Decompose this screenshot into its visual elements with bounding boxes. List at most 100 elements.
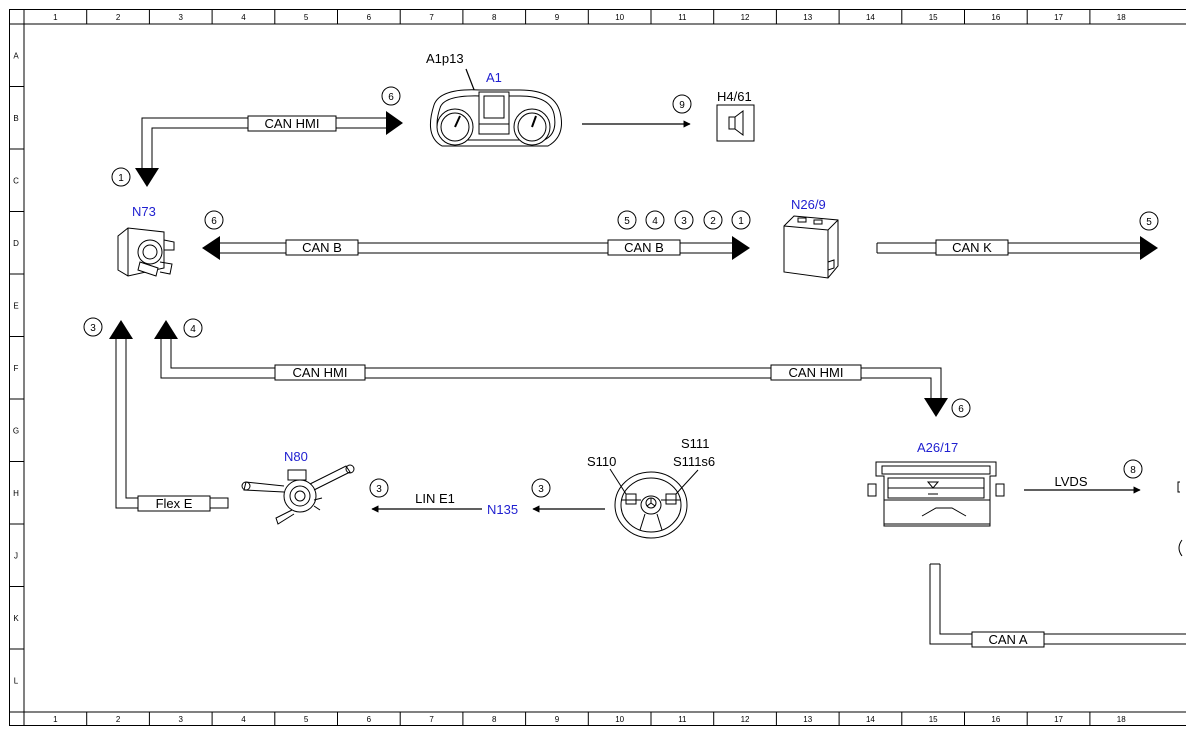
can-k-label: CAN K xyxy=(952,240,992,255)
row-letter: G xyxy=(13,426,19,435)
marker-d4: 4 xyxy=(652,216,658,227)
can-b-right-label: CAN B xyxy=(624,240,664,255)
can-k-line xyxy=(876,242,1142,254)
marker-d3: 3 xyxy=(681,216,687,227)
column-number: 10 xyxy=(615,13,624,22)
row-letter: D xyxy=(13,239,19,248)
s111-label: S111 xyxy=(681,436,709,451)
column-number: 16 xyxy=(991,715,1000,724)
column-number: 1 xyxy=(53,715,58,724)
s111s6-label: S111s6 xyxy=(673,454,715,469)
instrument-cluster-icon xyxy=(429,89,562,147)
column-number: 9 xyxy=(555,715,560,724)
control-module-icon xyxy=(783,215,839,279)
s110-label: S110 xyxy=(587,454,616,469)
marker-c1: 1 xyxy=(118,173,124,184)
arrow-head-can-b-right xyxy=(732,236,750,260)
column-number: 5 xyxy=(304,13,309,22)
can-b-left-label: CAN B xyxy=(302,240,342,255)
column-number: 12 xyxy=(741,715,750,724)
row-letter: J xyxy=(14,551,18,560)
ignition-switch-icon xyxy=(117,227,175,277)
marker-d1: 1 xyxy=(738,216,744,227)
column-number: 2 xyxy=(116,13,121,22)
column-number: 17 xyxy=(1054,715,1063,724)
arrow-head-flex-e-up xyxy=(109,320,133,339)
marker-h3a: 3 xyxy=(376,484,382,495)
can-a-line xyxy=(929,563,1186,645)
column-number: 16 xyxy=(991,13,1000,22)
column-number: 11 xyxy=(678,13,687,22)
row-letter: A xyxy=(13,51,19,60)
right-edge-partial xyxy=(1177,481,1183,557)
column-number: 18 xyxy=(1117,13,1126,22)
n135-label: N135 xyxy=(487,502,518,517)
column-number: 14 xyxy=(866,715,875,724)
can-hmi-top-label: CAN HMI xyxy=(265,116,320,131)
marker-d6: 6 xyxy=(211,216,217,227)
arrow-head-can-b-left xyxy=(202,236,220,260)
head-unit-icon xyxy=(867,461,1005,527)
column-number: 2 xyxy=(116,715,121,724)
column-number: 1 xyxy=(53,13,58,22)
marker-d5-right: 5 xyxy=(1146,217,1152,228)
column-number: 10 xyxy=(615,715,624,724)
marker-h8: 8 xyxy=(1130,465,1136,476)
drawing-frame xyxy=(9,9,1186,726)
marker-g6: 6 xyxy=(958,404,964,415)
arrow-head-down-n73 xyxy=(135,168,159,187)
h4-61-label: H4/61 xyxy=(717,89,752,104)
column-number: 7 xyxy=(429,13,434,22)
steering-wheel-icon xyxy=(609,468,699,539)
column-number: 5 xyxy=(304,715,309,724)
column-number: 3 xyxy=(179,715,184,724)
marker-b9: 9 xyxy=(679,100,685,111)
marker-e3: 3 xyxy=(90,323,96,334)
row-letter: B xyxy=(13,114,18,123)
speaker-icon xyxy=(716,104,755,142)
column-number: 6 xyxy=(367,715,372,724)
column-number: 12 xyxy=(741,13,750,22)
column-number: 8 xyxy=(492,13,497,22)
row-letter: K xyxy=(13,614,19,623)
marker-b6: 6 xyxy=(388,92,394,103)
column-number: 13 xyxy=(803,13,812,22)
lvds-label: LVDS xyxy=(1055,474,1088,489)
lin-e1-label: LIN E1 xyxy=(415,491,455,506)
marker-d2: 2 xyxy=(710,216,716,227)
column-number: 11 xyxy=(678,715,687,724)
marker-d5: 5 xyxy=(624,216,630,227)
column-number: 13 xyxy=(803,715,812,724)
n73-label: N73 xyxy=(132,204,156,219)
arrow-head-can-hmi-up xyxy=(154,320,178,339)
n80-label: N80 xyxy=(284,449,308,464)
can-hmi-mid-right-label: CAN HMI xyxy=(789,365,844,380)
can-hmi-mid-line xyxy=(160,338,942,400)
a1-label: A1 xyxy=(486,70,502,85)
a26-17-label: A26/17 xyxy=(917,440,958,455)
column-number: 4 xyxy=(241,715,246,724)
column-number: 4 xyxy=(241,13,246,22)
flex-e-label: Flex E xyxy=(156,496,193,511)
arrow-head-can-k xyxy=(1140,236,1158,260)
can-hmi-mid-left-label: CAN HMI xyxy=(293,365,348,380)
row-letter: F xyxy=(14,364,19,373)
row-letter: L xyxy=(14,676,19,685)
arrow-head-can-hmi-down xyxy=(924,398,948,417)
column-number: 3 xyxy=(179,13,184,22)
can-a-label: CAN A xyxy=(988,632,1027,647)
row-letter: H xyxy=(13,489,19,498)
column-number: 18 xyxy=(1117,715,1126,724)
marker-e4: 4 xyxy=(190,324,196,335)
column-number: 8 xyxy=(492,715,497,724)
a1p13-label: A1p13 xyxy=(426,51,464,66)
flex-e-line xyxy=(115,338,229,509)
n26-9-label: N26/9 xyxy=(791,197,826,212)
row-letter: E xyxy=(13,301,18,310)
column-number: 14 xyxy=(866,13,875,22)
steering-column-module-icon xyxy=(241,464,355,525)
